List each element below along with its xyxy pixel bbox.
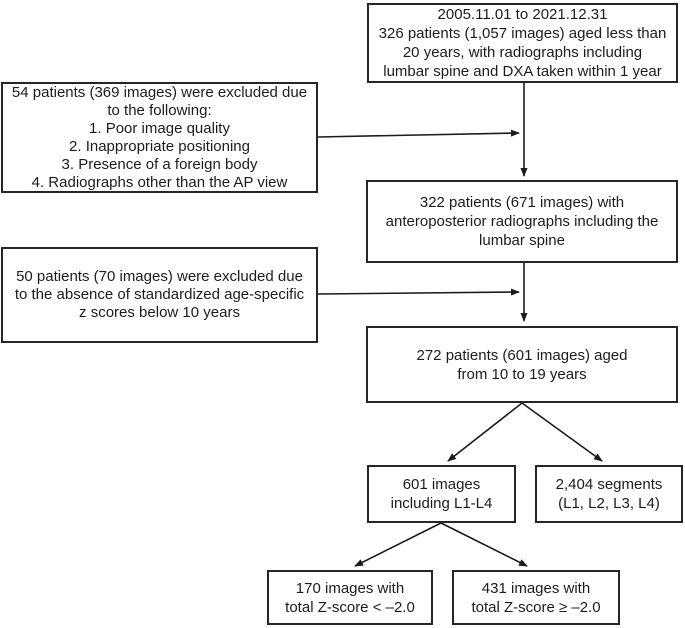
box-initial-cohort: 2005.11.01 to 2021.12.31 326 patients (1… (367, 3, 678, 83)
box-anteroposterior-radiographs-text: 322 patients (671 images) with anteropos… (385, 194, 659, 249)
box-excluded-zscores: 50 patients (70 images) were excluded du… (1, 247, 318, 343)
arrow-images-to-low (354, 522, 442, 567)
box-601-images: 601 images including L1-L4 (367, 465, 516, 523)
box-high-zscore-images-text: 431 images with total Z-score ≥ –2.0 (471, 579, 601, 616)
arrow-excluded1-to-flow (317, 129, 520, 138)
box-initial-cohort-text: 2005.11.01 to 2021.12.31 326 patients (1… (378, 6, 667, 80)
box-excluded-image-quality: 54 patients (369 images) were excluded d… (1, 82, 318, 193)
box-601-images-text: 601 images including L1-L4 (390, 476, 493, 512)
box-excluded-image-quality-text: 54 patients (369 images) were excluded d… (11, 83, 308, 191)
arrow-excluded2-to-flow (317, 288, 520, 296)
box-high-zscore-images: 431 images with total Z-score ≥ –2.0 (452, 570, 620, 625)
box-aged-10-19-text: 272 patients (601 images) aged from 10 t… (416, 346, 628, 383)
box-2404-segments: 2,404 segments (L1, L2, L3, L4) (535, 465, 683, 523)
box-aged-10-19: 272 patients (601 images) aged from 10 t… (366, 326, 678, 403)
box-low-zscore-images-text: 170 images with total Z-score < –2.0 (285, 579, 415, 616)
box-anteroposterior-radiographs: 322 patients (671 images) with anteropos… (366, 180, 678, 263)
box-low-zscore-images: 170 images with total Z-score < –2.0 (267, 570, 433, 625)
arrow-aged-to-images (447, 402, 523, 462)
arrow-aged-to-segments (521, 402, 603, 462)
arrow-images-to-high (440, 522, 528, 567)
box-excluded-zscores-text: 50 patients (70 images) were excluded du… (14, 268, 305, 321)
box-2404-segments-text: 2,404 segments (L1, L2, L3, L4) (555, 476, 663, 512)
